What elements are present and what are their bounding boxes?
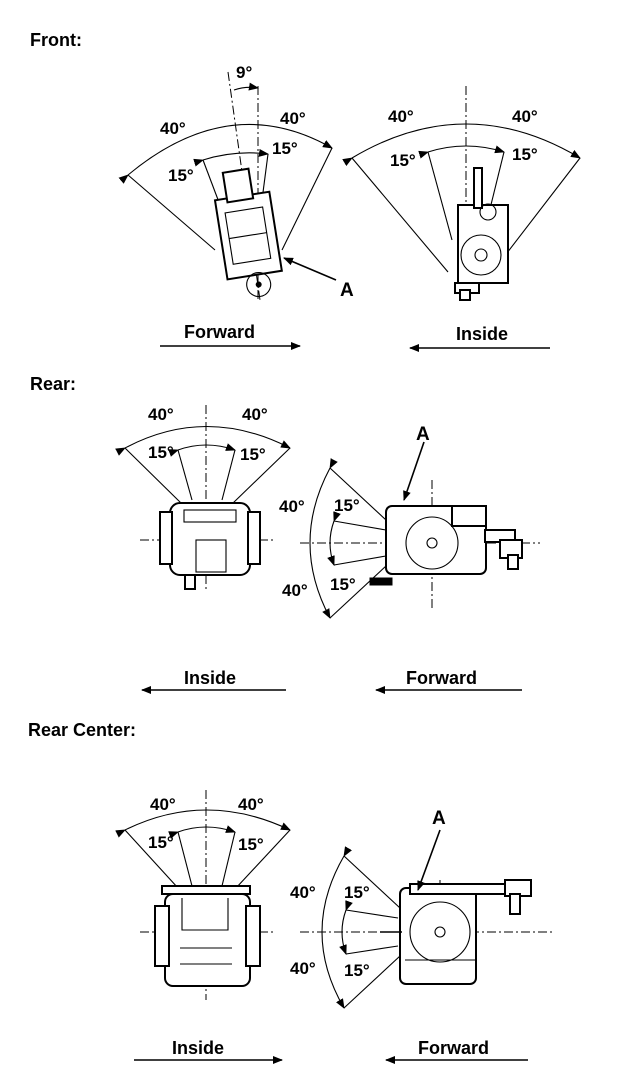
rear-center-right-retractor <box>380 879 532 985</box>
front-left-view: 9° 40° 40° 15° 15° A <box>118 63 354 350</box>
rear-right-outer-angle-top: 40° <box>279 497 305 516</box>
rear-callout-a: A <box>416 424 430 445</box>
front-left-inner-angle-right: 15° <box>272 139 298 158</box>
front-section: Front: 9° 40° 40° 15° 15° <box>30 30 581 352</box>
rear-center-right-inner-angle-bottom: 15° <box>344 961 370 980</box>
rear-left-view: 40° 40° 15° 15° Inside <box>115 405 291 694</box>
front-callout-a: A <box>340 280 354 301</box>
rear-center-section: Rear Center: 40° 40° 15° 15° <box>28 720 555 1064</box>
front-left-direction-label: Forward <box>184 322 255 342</box>
rear-center-left-inner-angle-left: 15° <box>148 833 174 852</box>
rear-center-left-outer-angle-left: 40° <box>150 795 176 814</box>
rear-center-left-view: 40° 40° 15° 15° Inside <box>115 790 291 1064</box>
rear-section-title: Rear: <box>30 374 76 394</box>
rear-center-right-direction-label: Forward <box>418 1038 489 1058</box>
rear-center-right-view: 40° 40° 15° 15° A Forward <box>290 808 555 1064</box>
rear-right-direction-label: Forward <box>406 668 477 688</box>
rear-right-retractor <box>369 505 523 586</box>
front-left-retractor <box>213 167 283 298</box>
front-section-title: Front: <box>30 30 82 50</box>
rear-center-left-inner-angle-right: 15° <box>238 835 264 854</box>
rear-section: Rear: 40° 40° 15° 15° Inside <box>30 374 540 694</box>
rear-center-section-title: Rear Center: <box>28 720 136 740</box>
front-right-direction-label: Inside <box>456 324 508 344</box>
rear-right-inner-angle-top: 15° <box>334 496 360 515</box>
rear-left-direction-label: Inside <box>184 668 236 688</box>
front-right-outer-angle-left: 40° <box>388 107 414 126</box>
rear-right-outer-angle-bottom: 40° <box>282 581 308 600</box>
rear-center-right-inner-angle-top: 15° <box>344 883 370 902</box>
rear-right-inner-angle-bottom: 15° <box>330 575 356 594</box>
front-tilt-angle-label: 9° <box>236 63 252 82</box>
rear-center-left-direction-label: Inside <box>172 1038 224 1058</box>
rear-right-view: 40° 40° 15° 15° A Forward <box>279 424 540 694</box>
rear-left-inner-angle-right: 15° <box>240 445 266 464</box>
rear-center-left-outer-angle-right: 40° <box>238 795 264 814</box>
rear-left-retractor <box>159 502 261 590</box>
front-left-outer-angle-right: 40° <box>280 109 306 128</box>
front-right-inner-angle-right: 15° <box>512 145 538 164</box>
rear-center-left-retractor <box>154 885 261 987</box>
front-left-outer-angle-left: 40° <box>160 119 186 138</box>
rear-left-outer-angle-left: 40° <box>148 405 174 424</box>
rear-center-right-outer-angle-top: 40° <box>290 883 316 902</box>
rear-left-inner-angle-left: 15° <box>148 443 174 462</box>
rear-left-outer-angle-right: 40° <box>242 405 268 424</box>
front-right-retractor <box>454 167 509 301</box>
rear-center-right-outer-angle-bottom: 40° <box>290 959 316 978</box>
front-right-outer-angle-right: 40° <box>512 107 538 126</box>
rear-center-callout-a: A <box>432 808 446 829</box>
front-right-view: 40° 40° 15° 15° Inside <box>342 86 581 352</box>
front-right-inner-angle-left: 15° <box>390 151 416 170</box>
front-left-inner-angle-left: 15° <box>168 166 194 185</box>
